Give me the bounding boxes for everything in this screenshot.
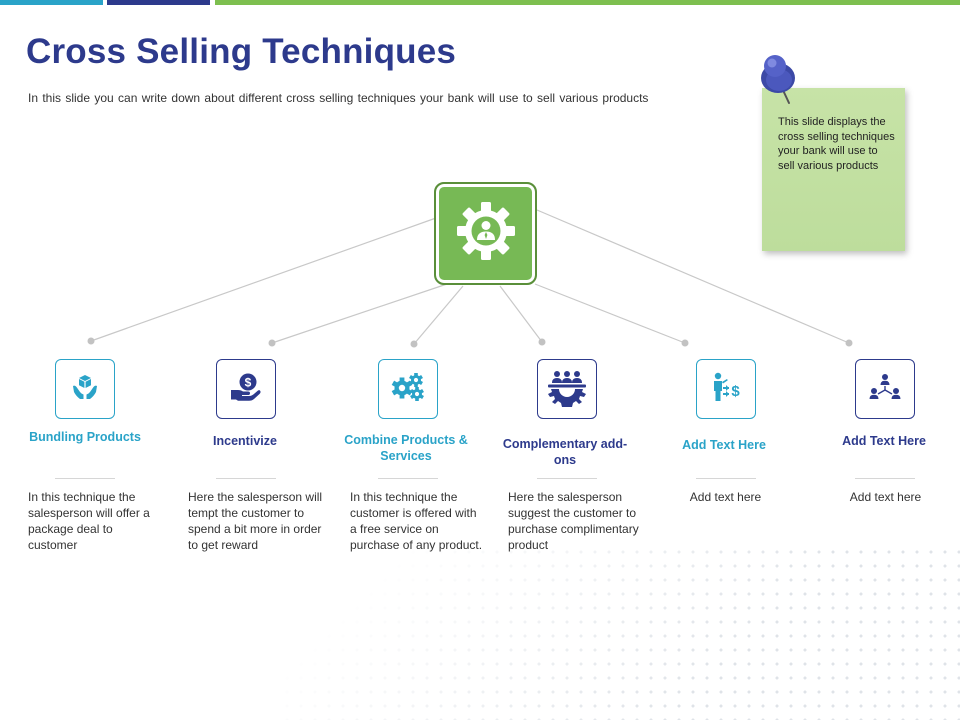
item-text-incentivize: Here the salesperson will tempt the cust… <box>188 489 323 553</box>
incentivize-tile: $ <box>216 359 276 419</box>
bundling-products-tile <box>55 359 115 419</box>
presenter-dollar-icon: $ <box>710 371 742 408</box>
complementary-addons-tile <box>537 359 597 419</box>
add-text-tile-5: $ <box>696 359 756 419</box>
sticky-note-text: This slide displays the cross selling te… <box>778 115 896 173</box>
network-people-icon <box>868 372 902 407</box>
item-label-add-text-5: Add Text Here <box>654 437 794 453</box>
add-text-tile-6 <box>855 359 915 419</box>
central-hub-tile <box>434 182 537 285</box>
connector-dot <box>682 340 689 347</box>
gear-person-icon <box>455 200 517 267</box>
item-text-complementary-addons: Here the salesperson suggest the custome… <box>508 489 643 553</box>
item-label-add-text-6: Add Text Here <box>814 433 954 449</box>
pushpin-icon <box>756 54 802 111</box>
item-label-incentivize: Incentivize <box>175 433 315 449</box>
combine-products-services-tile <box>378 359 438 419</box>
team-gear-icon <box>545 367 589 412</box>
separator-line <box>55 478 115 479</box>
connector-dot <box>846 340 853 347</box>
separator-line <box>378 478 438 479</box>
box-hands-icon <box>70 372 100 407</box>
separator-line <box>537 478 597 479</box>
item-label-bundling-products: Bundling Products <box>15 429 155 445</box>
gears-icon <box>391 372 425 407</box>
separator-line <box>696 478 756 479</box>
item-text-add-text-5: Add text here <box>658 489 793 505</box>
item-label-complementary-addons: Complementary add-ons <box>495 436 635 468</box>
svg-text:$: $ <box>731 383 740 400</box>
sticky-note: This slide displays the cross selling te… <box>762 88 905 251</box>
item-text-combine-products-services: In this technique the customer is offere… <box>350 489 485 553</box>
connector-dot <box>411 341 418 348</box>
item-text-add-text-6: Add text here <box>818 489 953 505</box>
item-label-combine-products-services: Combine Products & Services <box>336 432 476 464</box>
connector-dot <box>88 338 95 345</box>
svg-text:$: $ <box>245 375 252 389</box>
connector-dot <box>539 339 546 346</box>
dollar-hand-icon: $ <box>230 372 262 407</box>
connector-dot <box>269 340 276 347</box>
separator-line <box>216 478 276 479</box>
separator-line <box>855 478 915 479</box>
item-text-bundling-products: In this technique the salesperson will o… <box>28 489 163 553</box>
